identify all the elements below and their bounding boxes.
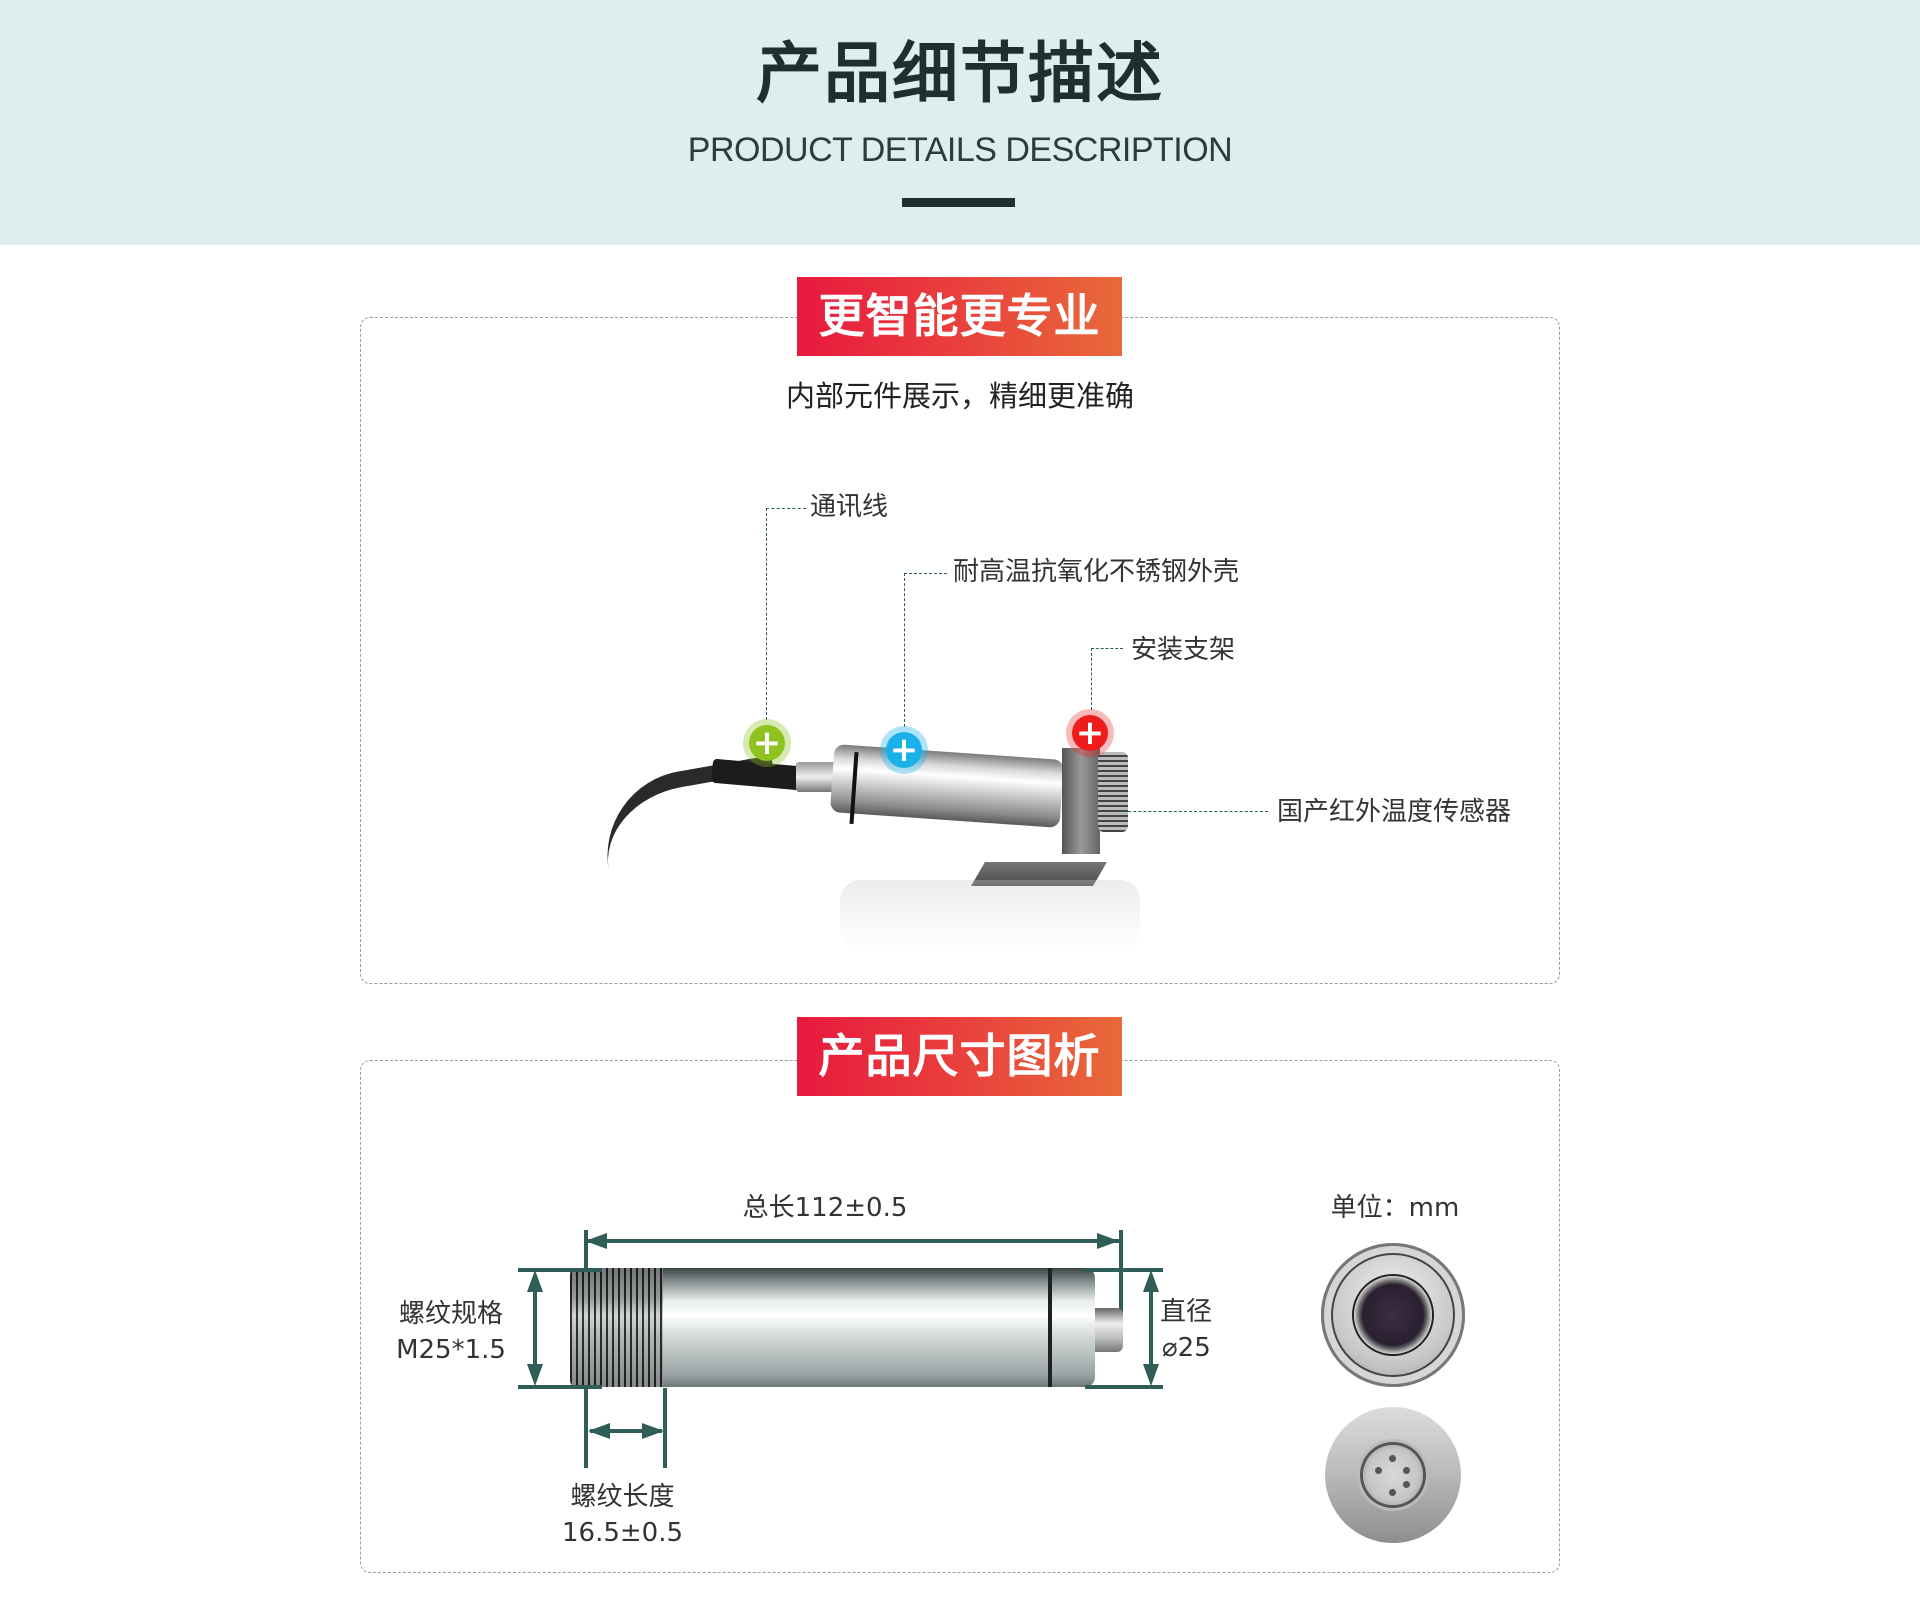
arrow-down-icon: [1143, 1364, 1159, 1386]
plus-icon: +: [886, 732, 922, 768]
total-length-label: 总长112±0.5: [742, 1193, 908, 1223]
pin-icon: [1389, 1489, 1396, 1496]
leader-line: [1118, 811, 1268, 812]
diameter-line: [1149, 1280, 1153, 1376]
thread-spec-title: 螺纹规格: [398, 1299, 503, 1329]
arrow-left-icon: [585, 1233, 607, 1249]
lens-end-view-image: [1321, 1243, 1465, 1387]
extension-line: [584, 1388, 588, 1468]
product-reflection: [840, 880, 1140, 950]
cylinder-thread-shape: [570, 1268, 663, 1387]
pin-icon: [1403, 1467, 1410, 1474]
plus-icon: +: [1072, 715, 1108, 751]
sensor-head-shape: [1098, 752, 1128, 832]
plus-marker-icon[interactable]: +: [880, 726, 928, 774]
cylinder-nub-shape: [1095, 1308, 1123, 1352]
section-badge-smart: 更智能更专业: [797, 277, 1122, 356]
extension-line: [1085, 1268, 1163, 1272]
thread-spec-line: [533, 1280, 537, 1376]
extension-line: [1119, 1230, 1123, 1320]
callout-housing: 耐高温抗氧化不锈钢外壳: [953, 557, 1240, 587]
page-subtitle: PRODUCT DETAILS DESCRIPTION: [687, 131, 1233, 169]
title-underline-divider: [902, 198, 1015, 207]
section-subtitle: 内部元件展示，精细更准确: [785, 379, 1134, 413]
bracket-vertical-shape: [1062, 748, 1100, 854]
lens-icon: [1354, 1276, 1432, 1354]
diameter-value: ⌀25: [1162, 1333, 1211, 1363]
arrow-up-icon: [1143, 1270, 1159, 1292]
thread-length-title: 螺纹长度: [570, 1482, 675, 1512]
extension-line: [663, 1388, 667, 1468]
leader-line: [904, 573, 947, 574]
extension-line: [518, 1385, 602, 1389]
callout-ir-sensor: 国产红外温度传感器: [1277, 797, 1512, 827]
leader-line: [766, 508, 806, 509]
diameter-title: 直径: [1160, 1297, 1213, 1327]
connector-end-view-image: [1325, 1407, 1461, 1543]
total-length-line: [585, 1239, 1119, 1243]
cylinder-ring-shape: [1048, 1268, 1052, 1387]
arrow-left-icon: [588, 1423, 610, 1439]
plus-icon: +: [749, 725, 785, 761]
page-title: 产品细节描述: [756, 35, 1164, 112]
leader-line: [1091, 648, 1092, 710]
pin-icon: [1389, 1455, 1396, 1462]
callout-cable: 通讯线: [810, 492, 889, 522]
arrow-right-icon: [642, 1423, 664, 1439]
callout-bracket: 安装支架: [1131, 635, 1236, 665]
leader-line: [766, 508, 767, 720]
extension-line: [518, 1268, 602, 1272]
plus-marker-icon[interactable]: +: [1066, 709, 1114, 757]
extension-line: [1085, 1385, 1163, 1389]
leader-line: [904, 573, 905, 727]
section-badge-dimensions: 产品尺寸图析: [797, 1017, 1122, 1096]
connector-nut-shape: [796, 762, 836, 792]
pin-icon: [1403, 1481, 1410, 1488]
plus-marker-icon[interactable]: +: [743, 719, 791, 767]
thread-length-value: 16.5±0.5: [561, 1518, 684, 1548]
extension-line: [584, 1230, 588, 1272]
thread-spec-value: M25*1.5: [396, 1335, 506, 1365]
pin-icon: [1375, 1467, 1382, 1474]
arrow-up-icon: [527, 1270, 543, 1292]
unit-label: 单位：mm: [1330, 1193, 1460, 1223]
header-band: 产品细节描述 PRODUCT DETAILS DESCRIPTION: [0, 0, 1920, 245]
leader-line: [1091, 648, 1123, 649]
thread-length-line: [590, 1429, 662, 1433]
arrow-down-icon: [527, 1364, 543, 1386]
connector-socket-icon: [1363, 1445, 1423, 1505]
arrow-right-icon: [1097, 1233, 1119, 1249]
